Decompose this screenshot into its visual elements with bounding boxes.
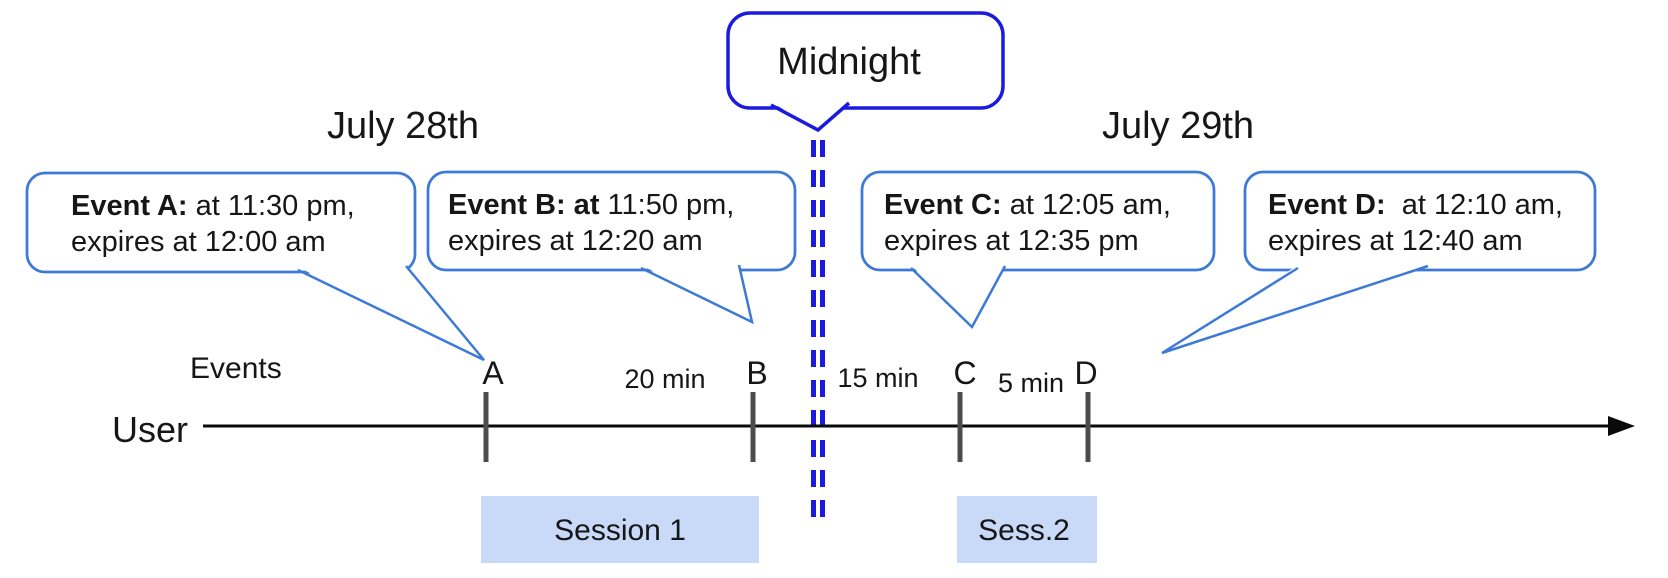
date-july-29-label: July 29th bbox=[1102, 105, 1254, 147]
event-d-text-line1: Event D: at 12:10 am, bbox=[1268, 189, 1563, 221]
event-c-time: at 12:05 am, bbox=[1002, 189, 1171, 221]
event-c-tail bbox=[910, 265, 1007, 330]
session-2-label: Sess.2 bbox=[978, 514, 1070, 547]
interval-label-15min: 15 min bbox=[837, 363, 918, 393]
event-d-bold: Event D: bbox=[1268, 189, 1386, 221]
tick-label-c: C bbox=[953, 355, 976, 391]
interval-label-5min: 5 min bbox=[998, 368, 1064, 398]
session-1-box bbox=[481, 496, 759, 563]
event-a-text-line2: expires at 12:00 am bbox=[71, 226, 326, 258]
midnight-label: Midnight bbox=[777, 41, 921, 83]
midnight-tail-fill bbox=[771, 102, 849, 130]
interval-label-20min: 20 min bbox=[624, 364, 705, 394]
date-july-28-label: July 28th bbox=[327, 105, 479, 147]
event-a-bubble bbox=[25, 171, 417, 274]
tick-label-b: B bbox=[746, 355, 767, 391]
event-b-time: 11:50 pm, bbox=[599, 189, 734, 221]
timeline-arrowhead bbox=[1608, 416, 1635, 436]
event-c-bold: Event C: bbox=[884, 189, 1002, 221]
user-axis-label: User bbox=[112, 409, 188, 450]
event-a-time: at 11:30 pm, bbox=[188, 190, 355, 222]
event-b-callout: Event B: at 11:50 pm, expires at 12:20 a… bbox=[426, 170, 797, 325]
event-a-text-line1: Event A: at 11:30 pm, bbox=[71, 190, 355, 222]
event-c-text-line2: expires at 12:35 pm bbox=[884, 225, 1139, 257]
event-a-bold: Event A: bbox=[71, 190, 188, 222]
event-d-tail bbox=[1161, 264, 1429, 355]
event-a-tail bbox=[297, 265, 485, 362]
midnight-bubble bbox=[726, 11, 1005, 110]
event-a-callout: Event A: at 11:30 pm, expires at 12:00 a… bbox=[25, 171, 485, 362]
midnight-callout: Midnight bbox=[726, 11, 1005, 133]
event-b-bold: Event B: at bbox=[448, 189, 600, 221]
session-1-label: Session 1 bbox=[554, 514, 686, 547]
event-c-text-line1: Event C: at 12:05 am, bbox=[884, 189, 1171, 221]
event-b-text-line2: expires at 12:20 am bbox=[448, 225, 703, 257]
event-d-time: at 12:10 am, bbox=[1386, 189, 1563, 221]
midnight-tail bbox=[770, 101, 851, 133]
event-d-text-line2: expires at 12:40 am bbox=[1268, 225, 1523, 257]
event-c-tail-fill bbox=[911, 265, 1005, 327]
tick-label-a: A bbox=[482, 355, 504, 391]
event-b-tail bbox=[640, 264, 754, 325]
events-axis-label: Events bbox=[190, 352, 282, 385]
tick-label-d: D bbox=[1074, 355, 1097, 391]
event-c-bubble bbox=[860, 170, 1216, 272]
event-d-callout: Event D: at 12:10 am, expires at 12:40 a… bbox=[1161, 170, 1597, 355]
event-b-text-line1: Event B: at 11:50 pm, bbox=[448, 189, 734, 221]
event-b-bubble bbox=[426, 170, 797, 272]
event-c-callout: Event C: at 12:05 am, expires at 12:35 p… bbox=[860, 170, 1216, 330]
event-d-bubble bbox=[1243, 170, 1597, 272]
session-2-box bbox=[957, 496, 1097, 563]
